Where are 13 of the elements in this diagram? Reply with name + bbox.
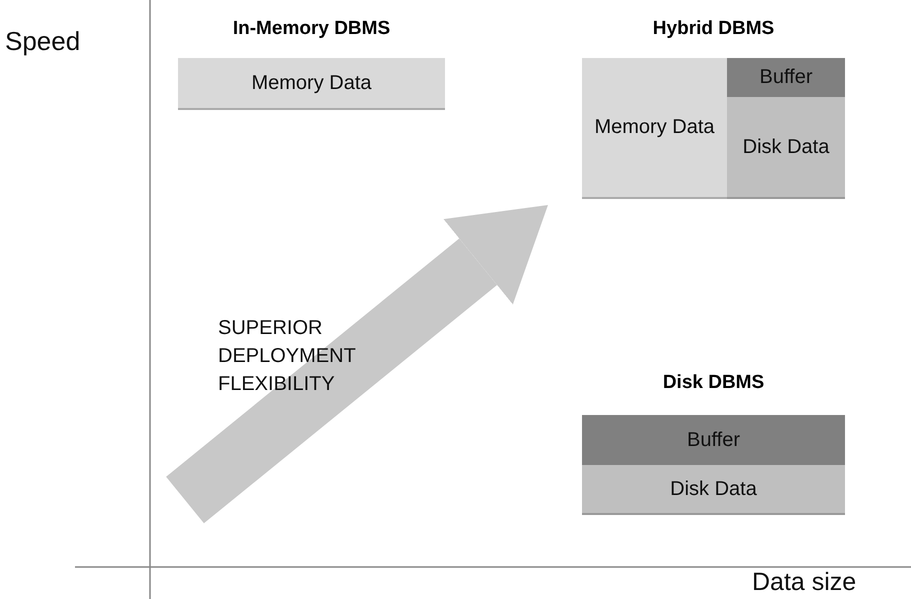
data-block: Buffer	[582, 415, 845, 465]
data-block: Disk Data	[727, 97, 845, 199]
edge-label: SUPERIOR DEPLOYMENT FLEXIBILITY	[218, 316, 356, 397]
axis-label: Data size	[752, 568, 856, 597]
group-heading: In-Memory DBMS	[232, 18, 392, 40]
group-heading: Hybrid DBMS	[652, 18, 776, 40]
axis-label: Speed	[5, 26, 80, 57]
arrow	[166, 205, 548, 524]
data-block: Memory Data	[178, 58, 445, 110]
data-block: Disk Data	[582, 465, 845, 515]
data-block: Buffer	[727, 58, 845, 97]
data-block: Memory Data	[582, 58, 727, 199]
group-heading: Disk DBMS	[662, 372, 766, 394]
